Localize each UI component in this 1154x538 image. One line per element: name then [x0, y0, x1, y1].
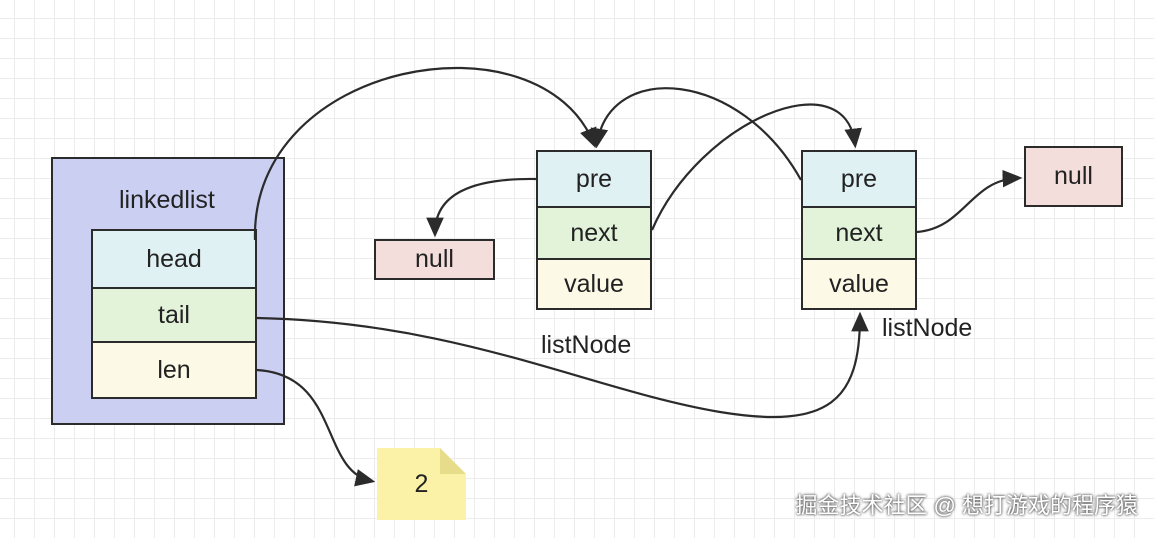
- node2-next-field: next: [801, 206, 917, 260]
- len-value: 2: [414, 469, 429, 498]
- head-field: head: [91, 229, 257, 289]
- node2-value-field: value: [801, 258, 917, 310]
- len-value-note: 2: [377, 448, 466, 520]
- null-box-right: null: [1024, 146, 1123, 207]
- linkedlist-title: linkedlist: [119, 186, 215, 214]
- arrow-node2-next-to-null: [916, 169, 1023, 234]
- node1-next-field: next: [536, 206, 652, 260]
- arrow-node1-pre-to-null: [426, 177, 537, 238]
- len-field: len: [91, 341, 257, 399]
- node1-value-field: value: [536, 258, 652, 310]
- node2-pre-field: pre: [801, 150, 917, 208]
- watermark-text: 掘金技术社区 @ 想打游戏的程序猿: [795, 493, 1138, 518]
- node2-caption: listNode: [882, 314, 973, 342]
- node1-caption: listNode: [541, 331, 632, 359]
- node1-pre-field: pre: [536, 150, 652, 208]
- null-box-left: null: [374, 239, 495, 280]
- tail-field: tail: [91, 287, 257, 343]
- note-shape: [377, 448, 466, 520]
